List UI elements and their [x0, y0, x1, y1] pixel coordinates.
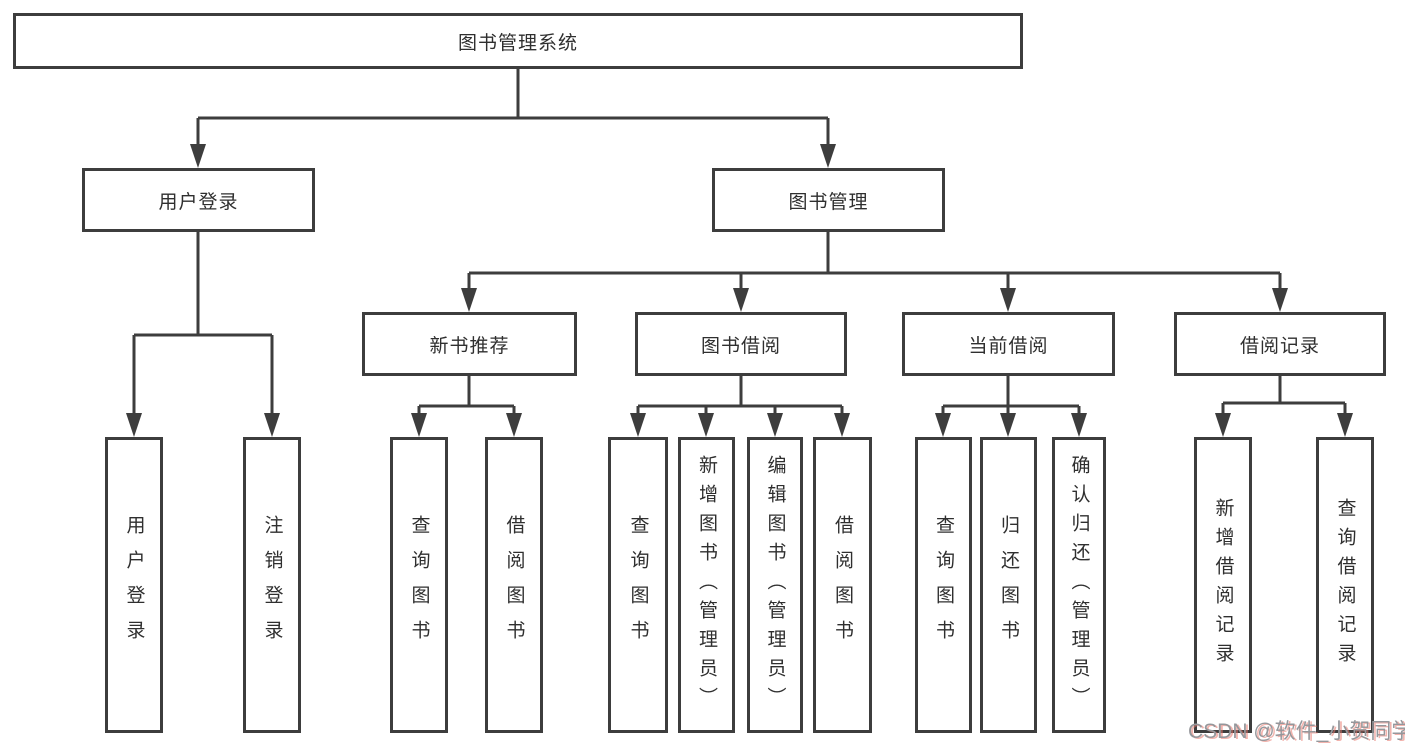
- connector-user-login-to-children: [126, 232, 280, 437]
- connector-root-to-children: [190, 69, 836, 168]
- leaf-logout: 注销登录: [243, 437, 301, 733]
- node-new-book-rec-label: 新书推荐: [429, 335, 510, 357]
- arrowhead: [1215, 413, 1353, 437]
- leaf-edit-book-admin: 编辑图书（管理员）: [747, 437, 803, 733]
- node-root: 图书管理系统: [13, 13, 1023, 69]
- node-book-borrow-label: 图书借阅: [700, 335, 781, 357]
- leaf-query-borrow-record-label: 查询借阅记录: [1334, 498, 1356, 672]
- node-current-borrow-label: 当前借阅: [968, 335, 1049, 357]
- leaf-borrow-book-borrow: 借阅图书: [813, 437, 872, 733]
- leaf-user-login: 用户登录: [105, 437, 163, 733]
- arrowhead: [126, 413, 280, 437]
- connector-current-borrow-to-children: [935, 376, 1087, 437]
- arrowhead: [630, 413, 850, 437]
- leaf-borrow-book-rec-label: 借阅图书: [503, 515, 525, 655]
- leaf-confirm-return-admin: 确认归还（管理员）: [1052, 437, 1106, 733]
- connector-book-borrow-to-children: [630, 376, 850, 437]
- leaf-borrow-book-rec: 借阅图书: [485, 437, 543, 733]
- csdn-watermark: CSDN @软件_小贺同学: [1188, 720, 1405, 743]
- arrowhead: [411, 413, 522, 437]
- leaf-query-book-rec-label: 查询图书: [408, 515, 430, 655]
- node-user-login: 用户登录: [82, 168, 315, 232]
- node-user-login-label: 用户登录: [158, 191, 239, 213]
- leaf-return-book: 归还图书: [980, 437, 1037, 733]
- node-new-book-rec: 新书推荐: [362, 312, 577, 376]
- leaf-query-book-borrow: 查询图书: [608, 437, 668, 733]
- connector-book-mgmt-to-children: [461, 232, 1288, 312]
- node-borrow-record: 借阅记录: [1174, 312, 1386, 376]
- node-book-borrow: 图书借阅: [635, 312, 847, 376]
- node-book-mgmt-label: 图书管理: [788, 191, 869, 213]
- node-borrow-record-label: 借阅记录: [1239, 335, 1320, 357]
- leaf-query-borrow-record: 查询借阅记录: [1316, 437, 1374, 733]
- leaf-borrow-book-borrow-label: 借阅图书: [832, 515, 853, 655]
- leaf-add-borrow-record-label: 新增借阅记录: [1212, 498, 1234, 672]
- leaf-add-book-admin-label: 新增图书（管理员）: [696, 454, 717, 716]
- leaf-query-book-rec: 查询图书: [390, 437, 448, 733]
- leaf-logout-label: 注销登录: [261, 515, 283, 655]
- leaf-edit-book-admin-label: 编辑图书（管理员）: [764, 454, 786, 716]
- leaf-return-book-label: 归还图书: [998, 515, 1019, 655]
- leaf-add-book-admin: 新增图书（管理员）: [678, 437, 735, 733]
- arrowhead: [935, 413, 1087, 437]
- leaf-add-borrow-record: 新增借阅记录: [1194, 437, 1252, 733]
- leaf-query-book-borrow-label: 查询图书: [627, 515, 649, 655]
- connector-borrow-record-to-children: [1215, 376, 1353, 437]
- node-root-label: 图书管理系统: [457, 32, 578, 54]
- leaf-query-book-current: 查询图书: [915, 437, 972, 733]
- connector-new-book-rec-to-children: [411, 376, 522, 437]
- node-book-mgmt: 图书管理: [712, 168, 945, 232]
- leaf-confirm-return-admin-label: 确认归还（管理员）: [1068, 454, 1090, 716]
- arrowhead: [461, 288, 1288, 312]
- arrowhead: [190, 144, 836, 168]
- leaf-user-login-label: 用户登录: [123, 515, 145, 655]
- leaf-query-book-current-label: 查询图书: [933, 515, 954, 655]
- node-current-borrow: 当前借阅: [902, 312, 1115, 376]
